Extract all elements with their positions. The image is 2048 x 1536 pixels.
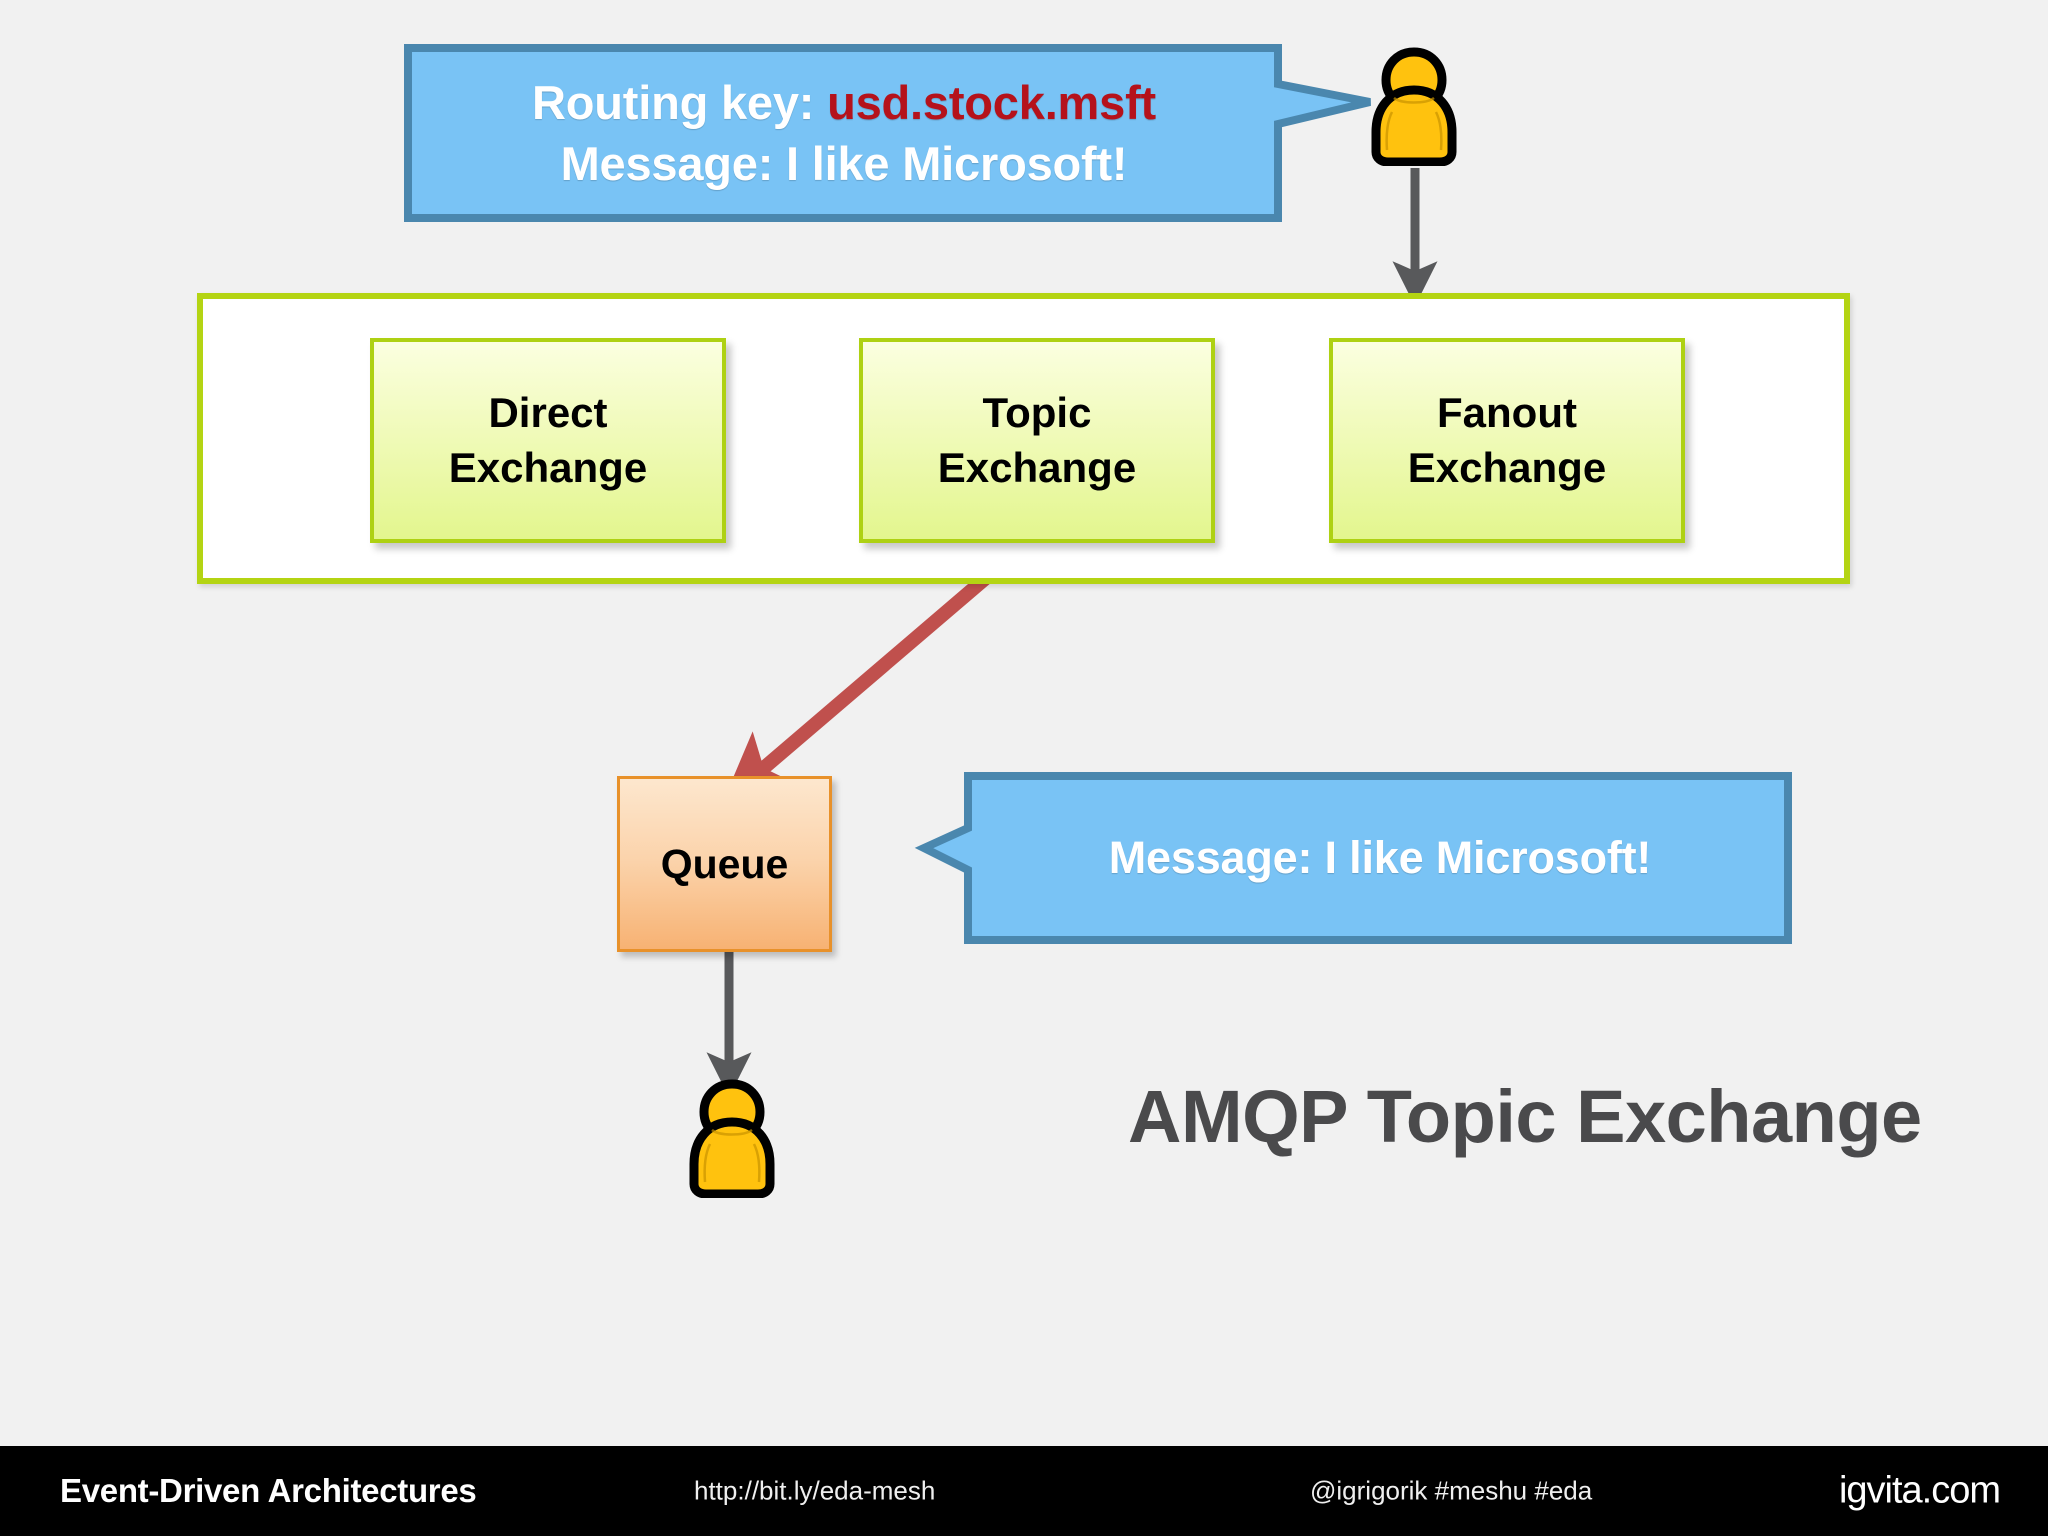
callout-shape	[404, 44, 1371, 222]
callout-shape	[914, 772, 1792, 944]
footer-handle: @igrigorik #meshu #eda	[1310, 1475, 1593, 1506]
slide-footer: Event-Driven Architectures http://bit.ly…	[0, 1446, 2048, 1536]
slide-title: AMQP Topic Exchange	[1128, 1075, 1922, 1158]
exchange-label-line1: Topic	[982, 388, 1092, 436]
publisher-message-callout: Routing key: usd.stock.msft Message: I l…	[404, 44, 1374, 222]
exchange-label-line2: Exchange	[937, 443, 1137, 491]
publisher-person-icon	[1368, 46, 1460, 167]
consumer-message-callout: Message: I like Microsoft!	[914, 772, 1792, 944]
publisher-callout-text: Routing key: usd.stock.msft Message: I l…	[414, 44, 1274, 222]
exchange-box-fanout[interactable]: Fanout Exchange	[1329, 338, 1685, 543]
consumer-callout-text: Message: I like Microsoft!	[968, 772, 1792, 944]
routing-key-value: usd.stock.msft	[827, 75, 1156, 129]
exchange-box-topic[interactable]: Topic Exchange	[859, 338, 1215, 543]
queue-box[interactable]: Queue	[617, 776, 832, 952]
queue-label: Queue	[660, 840, 789, 887]
exchange-label-line1: Fanout	[1437, 388, 1577, 436]
routing-key-label: Routing key:	[532, 75, 815, 129]
exchange-label-line2: Exchange	[448, 443, 648, 491]
consumer-person-icon	[686, 1078, 778, 1199]
exchange-label-line2: Exchange	[1407, 443, 1607, 491]
consumer-message-line: Message: I like Microsoft!	[1108, 832, 1652, 883]
exchange-box-direct[interactable]: Direct Exchange	[370, 338, 726, 543]
footer-url[interactable]: http://bit.ly/eda-mesh	[694, 1475, 936, 1506]
exchange-label-line1: Direct	[488, 388, 608, 436]
routing-key-line: Routing key: usd.stock.msft	[532, 72, 1156, 133]
publisher-message-line: Message: I like Microsoft!	[560, 137, 1128, 190]
footer-brand[interactable]: igvita.com	[1838, 1469, 2001, 1512]
footer-deck-title: Event-Driven Architectures	[60, 1472, 477, 1509]
